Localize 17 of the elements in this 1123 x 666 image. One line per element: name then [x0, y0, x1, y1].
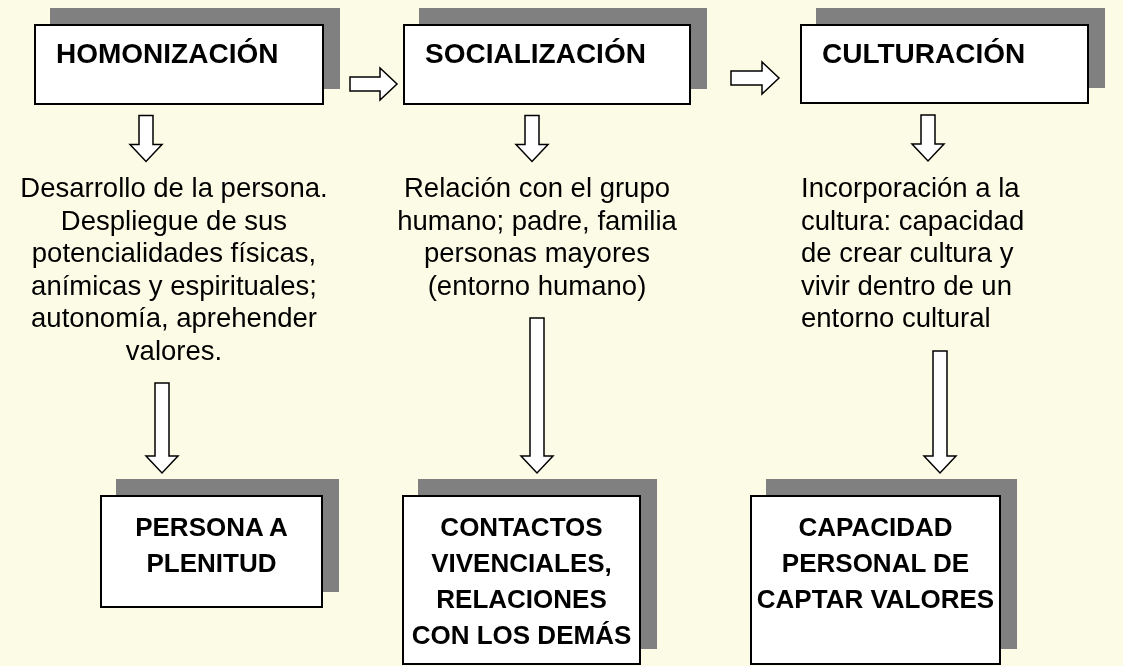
stage-title: CULTURACIÓN [822, 38, 1026, 70]
block-arrow [730, 60, 781, 96]
result-text: PERSONA A PLENITUD [134, 511, 289, 580]
block-arrow [514, 114, 550, 163]
description-text: Relación con el grupo humano; padre, familia personas mayores (entorno humano) [396, 172, 678, 302]
block-arrow [519, 317, 555, 475]
stage-title: SOCIALIZACIÓN [425, 38, 646, 70]
result-text: CAPACIDAD PERSONAL DE CAPTAR VALORES [755, 511, 996, 616]
result-text: CONTACTOS VIVENCIALES, RELACIONES CON LOS DEMÁS [410, 511, 633, 652]
stage-title: HOMONIZACIÓN [56, 38, 279, 70]
block-arrow [922, 350, 958, 475]
description-text: Desarrollo de la persona. Despliegue de sus potencialidades físicas, anímicas y espirituales; autonomía, aprehender valores. [19, 172, 329, 367]
block-arrow [349, 66, 399, 102]
block-arrow [144, 382, 180, 475]
block-arrow [910, 114, 946, 163]
block-arrow [128, 114, 164, 163]
description-text: Incorporación a la cultura: capacidad de crear cultura y vivir dentro de un entorno cultural [801, 172, 1026, 335]
